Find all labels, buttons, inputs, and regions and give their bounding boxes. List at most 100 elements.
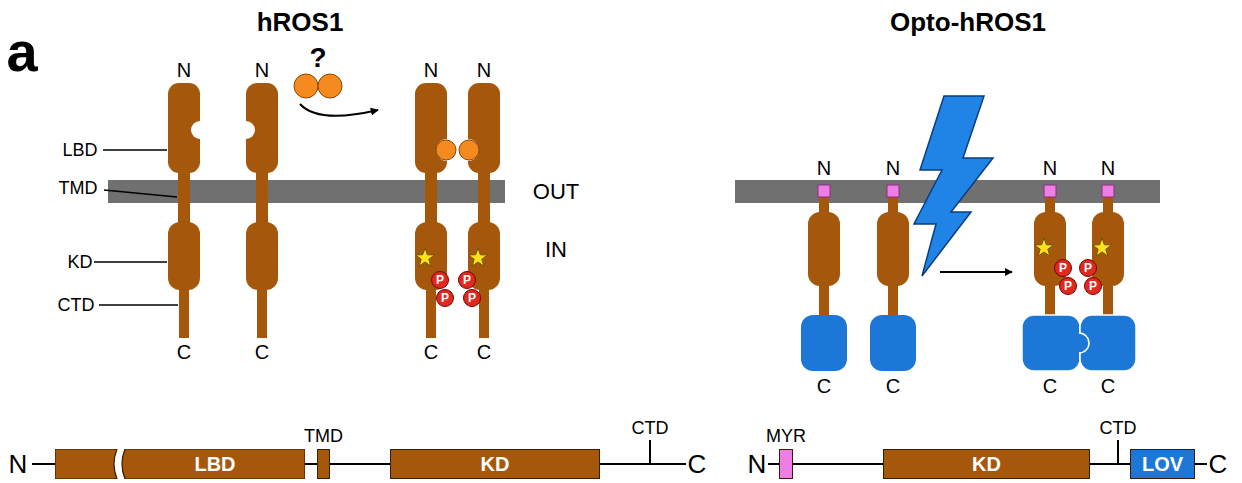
backbone-connector: [305, 463, 317, 465]
phosphate-circle: P: [463, 289, 481, 307]
active-site-star: [1092, 238, 1111, 256]
ligand-free: [294, 74, 318, 98]
phosphate-label: P: [1059, 262, 1067, 274]
myr-anchor: [818, 185, 830, 197]
domain-name: KD: [972, 454, 1001, 474]
compartment-label: OUT: [533, 181, 579, 203]
terminus-label: C: [1101, 376, 1115, 396]
phosphate-circle: P: [436, 289, 454, 307]
domain-name: LBD: [194, 454, 235, 474]
phosphate-circle: P: [1059, 277, 1077, 295]
terminus-label: N: [748, 451, 767, 477]
terminus-label: C: [817, 376, 831, 396]
phosphate-label: P: [1089, 280, 1097, 292]
domain-callout: CTD: [632, 419, 669, 437]
lov-domain: [870, 315, 916, 371]
leader-line: [104, 190, 177, 197]
leader-line: [99, 304, 178, 306]
backbone-connector: [330, 463, 390, 465]
ctd-tick: [1117, 440, 1119, 464]
narrow-domain-box: TMD: [317, 449, 330, 479]
terminus-label: C: [886, 376, 900, 396]
unknown-ligand-mark: ?: [309, 44, 326, 72]
domain-name: LOV: [1142, 454, 1183, 474]
terminus-label: N: [477, 60, 491, 80]
transmembrane-stalk: [256, 168, 268, 226]
lov-interlock-outline: [1079, 333, 1089, 353]
domain-callout: TMD: [59, 179, 98, 197]
terminus-label: N: [424, 60, 438, 80]
phosphate-label: P: [1064, 280, 1072, 292]
domain-name: TMD: [304, 427, 343, 445]
lov-domains: [801, 315, 1136, 371]
kinase-domain: [877, 212, 909, 286]
backbone-line: [32, 463, 55, 465]
backbone-line: [1195, 463, 1207, 465]
phosphate-circle: P: [1084, 277, 1102, 295]
phosphate-circle: P: [431, 271, 449, 289]
c-terminal-tail: [257, 286, 267, 338]
terminus-label: N: [1101, 158, 1115, 178]
active-site-star: [1034, 238, 1053, 256]
domain-callout: CTD: [1100, 419, 1137, 437]
myr-anchor: [1102, 185, 1114, 197]
membrane: [108, 180, 505, 203]
phosphate-label: P: [1084, 262, 1092, 274]
phosphate-label: P: [468, 292, 476, 304]
c-terminal-tail: [426, 286, 436, 338]
c-terminal-tail: [819, 284, 829, 318]
binding-notch: [457, 139, 479, 161]
terminus-label: N: [255, 60, 269, 80]
domain-box: KD: [390, 449, 600, 479]
ctd-tick: [649, 440, 651, 464]
panel-letter: a: [6, 24, 37, 80]
panel-title: hROS1: [257, 9, 344, 35]
backbone-connector: [1090, 463, 1130, 465]
domain-box: LOV: [1130, 449, 1195, 479]
domain-callout: KD: [67, 253, 92, 271]
active-site-star: [415, 248, 434, 266]
ligand-bound: [459, 140, 479, 160]
c-terminal-tail: [179, 286, 189, 338]
phosphate-label: P: [436, 274, 444, 286]
leader-lines: [94, 150, 178, 305]
receptor-dimer: [415, 83, 500, 338]
terminus-label: C: [688, 451, 707, 477]
backbone-line: [768, 463, 779, 465]
domain-box-shape: [55, 449, 305, 479]
phosphate-label: P: [441, 292, 449, 304]
compartment-label: IN: [545, 239, 567, 261]
c-terminal-tail: [1045, 284, 1055, 318]
binding-notch: [237, 121, 255, 139]
backbone-connector: [793, 463, 883, 465]
domain-name: MYR: [766, 427, 806, 445]
ligand-bound: [436, 140, 456, 160]
domain-name: KD: [481, 454, 510, 474]
activation-arrow: [940, 271, 1012, 273]
kinase-domain: [168, 222, 200, 290]
phosphate-circle: P: [458, 271, 476, 289]
binding-arrow: [300, 104, 378, 116]
kinase-domain: [1092, 212, 1124, 286]
transmembrane-stalk: [478, 168, 490, 226]
terminus-label: N: [1043, 158, 1057, 178]
terminus-label: C: [477, 342, 491, 362]
phosphate-label: P: [463, 274, 471, 286]
leader-line: [94, 261, 167, 263]
c-terminal-tail: [479, 286, 489, 338]
binding-notch: [436, 139, 458, 161]
terminus-label: N: [817, 158, 831, 178]
lov-domain: [1022, 315, 1080, 371]
c-terminal-tail: [888, 284, 898, 318]
active-site-star: [468, 248, 487, 266]
kinase-domain: [246, 222, 278, 290]
light-bolt: [914, 96, 993, 276]
ligand-free: [318, 74, 342, 98]
terminus-label: N: [177, 60, 191, 80]
terminus-label: C: [1209, 451, 1228, 477]
receptor-monomer: [168, 83, 200, 338]
phosphate-circle: P: [1079, 259, 1097, 277]
transmembrane-stalk: [178, 168, 190, 226]
terminus-label: C: [1043, 376, 1057, 396]
